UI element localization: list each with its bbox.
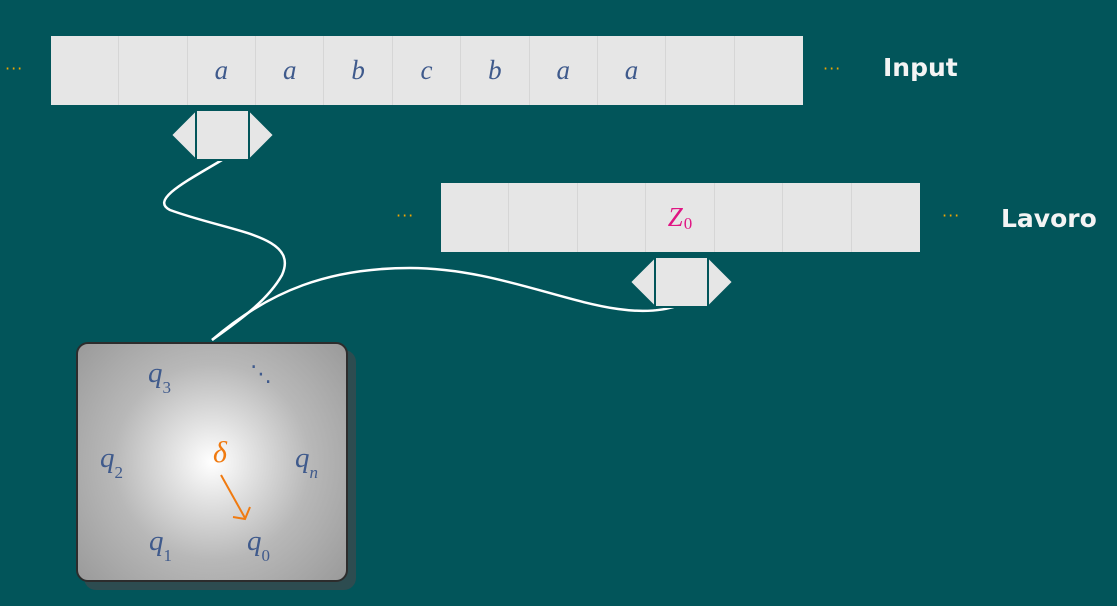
input-cell (666, 36, 735, 105)
input-tape-label: Input (883, 53, 958, 82)
state-qn: qn (295, 442, 318, 482)
transition-arrow-icon (220, 474, 251, 521)
work-right-ellipsis: ··· (942, 206, 961, 225)
work-tape-label: Lavoro (1001, 204, 1097, 233)
input-cell: b (461, 36, 530, 105)
stack-symbol: Z (667, 202, 683, 232)
input-cell: c (393, 36, 462, 105)
transition-function-delta: δ (213, 436, 227, 469)
work-left-ellipsis: ··· (396, 206, 415, 225)
stack-symbol-subscript: 0 (683, 213, 693, 233)
work-head-icon (628, 254, 735, 310)
input-cell: a (256, 36, 325, 105)
input-right-ellipsis: ··· (823, 59, 842, 78)
work-cell (441, 183, 510, 252)
input-cell (119, 36, 188, 105)
input-left-ellipsis: ··· (5, 59, 24, 78)
input-head-icon (169, 107, 276, 163)
state-q3: q3 (148, 357, 171, 397)
state-q2: q2 (100, 442, 123, 482)
state-q1: q1 (149, 525, 172, 565)
finite-control-unit (76, 342, 348, 582)
states-ellipsis: ⋱ (250, 362, 272, 387)
work-cell (509, 183, 578, 252)
work-cell (578, 183, 647, 252)
input-tape: a a b c b a a (51, 36, 803, 105)
input-cell: a (188, 36, 257, 105)
state-q0: q0 (247, 525, 270, 565)
input-cell (51, 36, 120, 105)
work-head-wire (211, 266, 681, 341)
work-cell (715, 183, 784, 252)
input-cell: a (530, 36, 598, 105)
input-cell: b (324, 36, 393, 105)
input-head-wire (162, 158, 286, 342)
input-cell: a (598, 36, 667, 105)
work-cell (783, 183, 852, 252)
